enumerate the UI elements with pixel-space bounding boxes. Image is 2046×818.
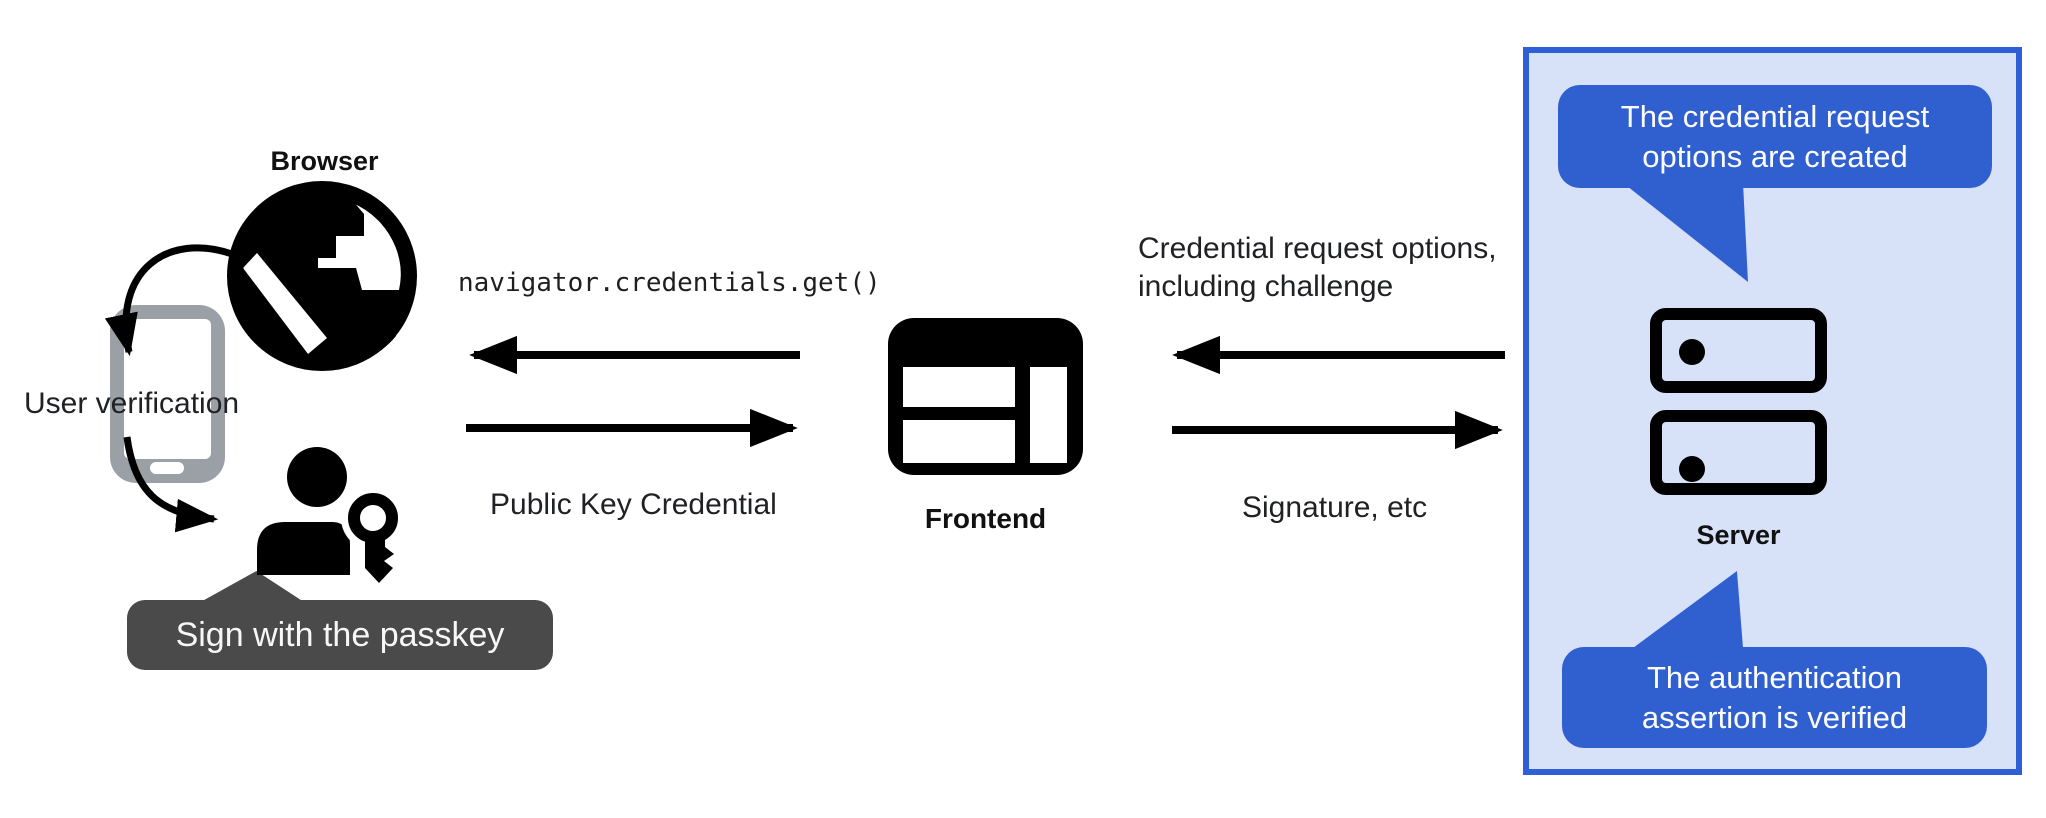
- frontend-label: Frontend: [924, 503, 1047, 534]
- user-verification-label: User verification: [24, 387, 240, 420]
- bubble-line: The credential request: [1620, 98, 1930, 134]
- public-key-credential-label: Public Key Credential: [490, 488, 777, 521]
- bubble-line: assertion is verified: [1641, 699, 1908, 735]
- globe-browser-icon: [227, 181, 417, 371]
- navigator-credentials-get-label: navigator.credentials.get(): [458, 268, 881, 298]
- frontend-window-icon: [888, 318, 1083, 475]
- assertion-verified-bubble: The authentication assertion is verified: [1562, 647, 1987, 748]
- frontend-window-pane: [903, 367, 1015, 407]
- credential-request-options-label-line1: Credential request options,: [1138, 232, 1497, 265]
- key-halo: [341, 486, 405, 550]
- person-passkey-icon: [257, 447, 405, 590]
- credential-request-options-label-line2: including challenge: [1138, 270, 1394, 303]
- server-led-icon: [1679, 456, 1705, 482]
- phone-home-bar-icon: [150, 462, 184, 474]
- passkey-tooltip-label: Sign with the passkey: [175, 615, 505, 654]
- browser-label: Browser: [270, 146, 379, 176]
- credential-request-created-bubble: The credential request options are creat…: [1558, 85, 1992, 188]
- passkey-tooltip: Sign with the passkey: [127, 600, 553, 670]
- bubble-line: options are created: [1642, 138, 1908, 174]
- signature-label: Signature, etc: [1242, 491, 1428, 524]
- server-stack-icon: [1650, 410, 1827, 495]
- server-led-icon: [1679, 339, 1705, 365]
- frontend-window-pane: [1030, 367, 1067, 463]
- key-icon: [348, 493, 398, 583]
- server-stack-icon: [1650, 308, 1827, 393]
- frontend-window-pane: [903, 420, 1015, 463]
- bubble-line: The authentication: [1646, 659, 1903, 695]
- server-label: Server: [1696, 520, 1781, 550]
